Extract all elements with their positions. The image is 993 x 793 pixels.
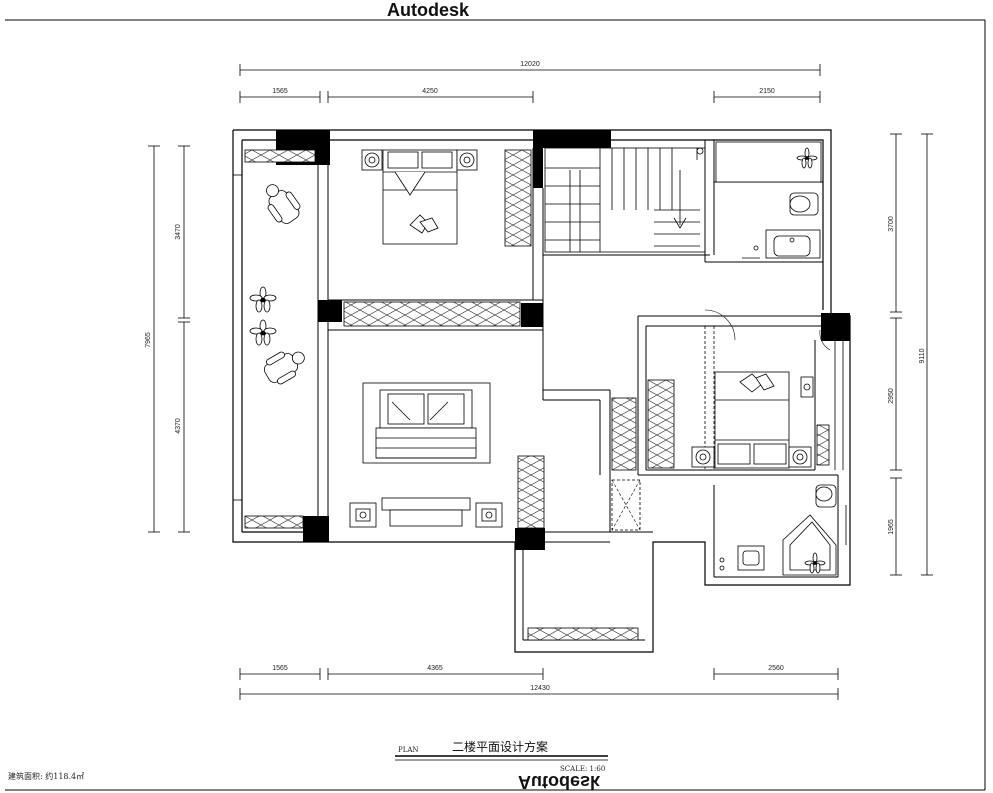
- wardrobes: [244, 149, 830, 641]
- lounge-chairs: [263, 184, 305, 385]
- staircase: [544, 147, 706, 253]
- dim-right-seg3: 1965: [888, 519, 895, 535]
- area-note: 建筑面积: 约118.4㎡: [8, 771, 84, 781]
- title-block: PLAN 二楼平面设计方案 SCALE: 1:60: [395, 739, 608, 773]
- dim-right-seg1: 3700: [888, 216, 895, 232]
- watermark-top: Autodesk: [387, 0, 470, 20]
- watermark-bottom: Autodesk: [518, 772, 601, 792]
- top-dimensions: [239, 64, 821, 103]
- dim-top-total: 12020: [520, 61, 540, 68]
- left-dimensions: [148, 145, 190, 533]
- plan-title: 二楼平面设计方案: [452, 739, 548, 754]
- scale-label: SCALE: 1:60: [560, 765, 605, 773]
- dim-top-seg2: 4250: [422, 88, 438, 95]
- exterior-walls: [232, 129, 851, 653]
- bathroom-bottom-fixtures: [719, 484, 837, 576]
- dim-top-seg3: 2150: [759, 88, 775, 95]
- dim-left-seg1: 3470: [175, 224, 182, 240]
- bottom-dimensions: [239, 668, 839, 700]
- dim-top-seg1: 1565: [272, 88, 288, 95]
- dim-bottom-seg3: 2560: [768, 665, 784, 672]
- plan-label: PLAN: [398, 746, 419, 754]
- dim-right-seg2: 2950: [888, 388, 895, 404]
- plant-icons: [249, 286, 277, 346]
- bathroom-top-fixtures: [715, 141, 822, 259]
- dim-left-total: 7965: [145, 332, 152, 348]
- nightstands-bedroom1: [361, 149, 478, 171]
- door-swings: [704, 309, 831, 351]
- dim-bottom-seg2: 4365: [427, 665, 443, 672]
- dim-left-seg2: 4370: [175, 418, 182, 434]
- structural-columns: [276, 130, 850, 550]
- bed-bedroom3: [691, 326, 814, 470]
- bed-bedroom1: [382, 149, 458, 245]
- dashed-cabinet: [611, 479, 641, 531]
- windows: [233, 174, 847, 545]
- right-dimensions: [890, 133, 933, 576]
- dim-bottom-seg1: 1565: [272, 665, 288, 672]
- bed-master: [349, 382, 503, 528]
- dim-bottom-total: 12430: [530, 685, 550, 692]
- dim-right-total: 9110: [919, 348, 926, 363]
